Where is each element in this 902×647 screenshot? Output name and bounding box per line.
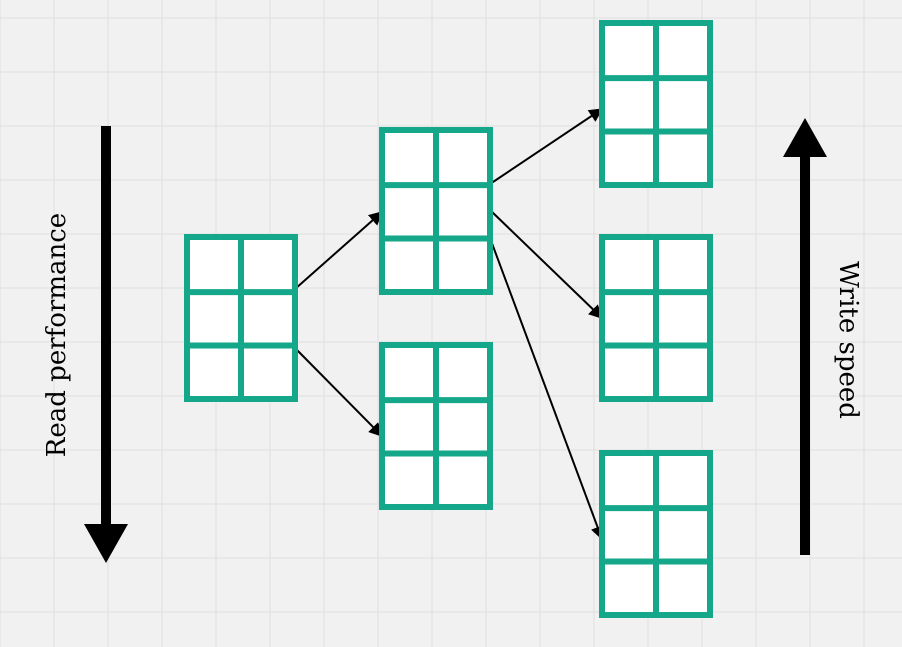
edge-arrow-level1-block-a-to-level2-block-c (489, 237, 605, 541)
edge-arrow-level1-block-a-to-level2-block-a (489, 108, 604, 185)
write-speed-arrow (783, 118, 827, 555)
edges-group (294, 108, 605, 541)
level1-block-b (379, 342, 493, 510)
level2-block-b (599, 234, 713, 402)
level0-block (184, 234, 298, 402)
level2-block-c (599, 450, 713, 618)
blocks-group (184, 20, 713, 618)
level1-block-a (379, 127, 493, 295)
level2-block-a (599, 20, 713, 188)
edge-arrow-level0-block-to-level1-block-b (294, 347, 383, 437)
read-performance-arrow (84, 126, 128, 563)
edge-arrow-level0-block-to-level1-block-a (294, 211, 384, 290)
read-performance-label: Read performance (42, 213, 72, 457)
edge-arrow-level1-block-a-to-level2-block-b (489, 209, 604, 319)
write-speed-label: Write speed (833, 261, 863, 419)
